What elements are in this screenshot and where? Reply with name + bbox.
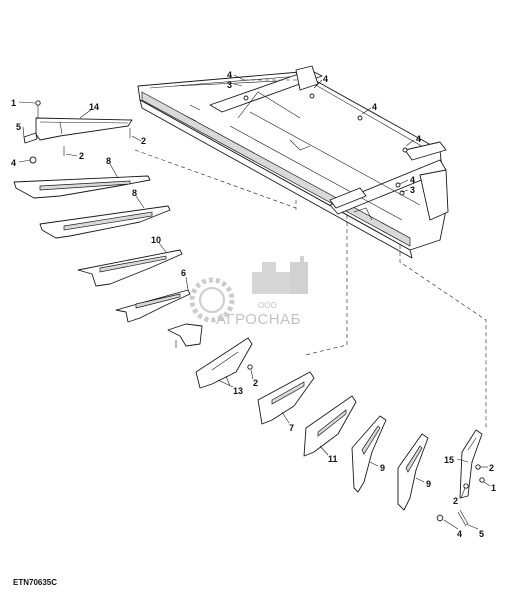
part-14 <box>23 100 133 164</box>
callout-2: 2 <box>253 378 258 388</box>
callout-4: 4 <box>323 74 328 84</box>
part-10 <box>77 249 183 287</box>
part-11 <box>303 395 357 457</box>
callout-3: 3 <box>227 80 232 90</box>
callout-15: 15 <box>444 455 454 465</box>
callout-8: 8 <box>106 156 111 166</box>
callout-4: 4 <box>372 102 377 112</box>
callout-2: 2 <box>79 151 84 161</box>
callout-4: 4 <box>11 158 16 168</box>
part-7 <box>257 371 315 425</box>
header-frame <box>137 65 449 259</box>
callout-2: 2 <box>141 136 146 146</box>
part-8a <box>13 175 151 199</box>
callout-9: 9 <box>380 463 385 473</box>
part-9b <box>397 433 429 511</box>
callout-5: 5 <box>479 529 484 539</box>
callout-3: 3 <box>410 185 415 195</box>
callout-1: 1 <box>11 98 16 108</box>
callout-14: 14 <box>89 102 99 112</box>
part-15 <box>436 429 485 527</box>
callout-10: 10 <box>151 235 161 245</box>
callout-4: 4 <box>416 134 421 144</box>
callouts: 1 14 5 4 2 2 8 8 10 6 2 13 7 11 9 9 15 2… <box>11 70 496 539</box>
callout-8: 8 <box>132 188 137 198</box>
callout-4: 4 <box>410 175 415 185</box>
figure-reference: ETN70635C <box>13 578 57 587</box>
part-8b <box>39 205 171 239</box>
bracket <box>167 323 203 348</box>
leader-lines <box>18 74 491 530</box>
callout-5: 5 <box>16 122 21 132</box>
callout-6: 6 <box>181 268 186 278</box>
callout-2: 2 <box>453 496 458 506</box>
part-9a <box>351 415 387 493</box>
callout-2: 2 <box>489 463 494 473</box>
watermark-line2: АГРОСНАБ <box>216 311 301 328</box>
dashed-guides <box>134 79 487 430</box>
watermark: ООО АГРОСНАБ <box>189 256 308 328</box>
callout-11: 11 <box>328 454 338 464</box>
callout-9: 9 <box>426 479 431 489</box>
callout-7: 7 <box>289 423 294 433</box>
callout-4: 4 <box>457 529 462 539</box>
part-6 <box>115 289 191 323</box>
part-13 <box>195 337 253 389</box>
callout-4: 4 <box>227 70 232 80</box>
watermark-logo <box>189 256 308 323</box>
callout-13: 13 <box>233 386 243 396</box>
callout-1: 1 <box>491 483 496 493</box>
watermark-line1: ООО <box>258 301 277 310</box>
